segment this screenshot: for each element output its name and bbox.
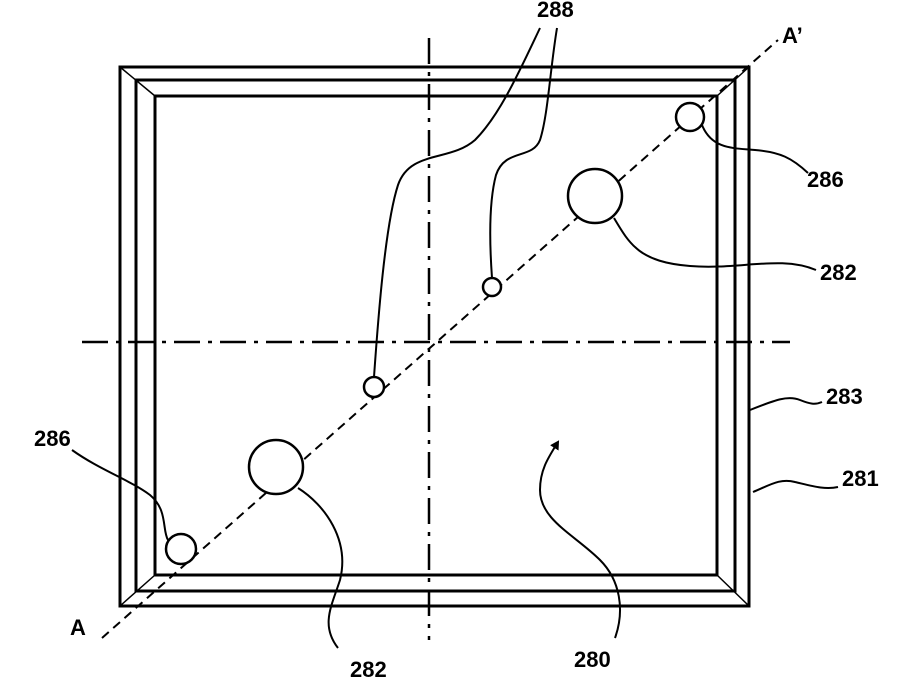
- leader-282-right: [613, 217, 817, 271]
- inner-frame-283: [153, 94, 719, 577]
- hole-282-right: [566, 167, 624, 225]
- leader-288-to-upper-hole: [489, 27, 558, 279]
- label-282-bottom: 282: [350, 657, 387, 682]
- leader-280: [538, 440, 621, 639]
- label-286-left: 286: [34, 426, 71, 451]
- section-line-a-a-prime: [101, 39, 779, 639]
- leader-288-to-lower-hole: [373, 27, 541, 378]
- label-282-right: 282: [820, 260, 857, 285]
- leader-281: [752, 479, 839, 493]
- corner-bevel-bottom-left: [119, 574, 156, 607]
- corner-bevel-bottom-right: [716, 574, 750, 607]
- label-283: 283: [826, 384, 863, 409]
- middle-frame: [134, 78, 737, 593]
- leader-286-right: [701, 124, 809, 174]
- hole-288-lower: [362, 375, 386, 399]
- label-286-right: 286: [807, 167, 844, 192]
- corner-bevel-top-right: [716, 66, 750, 97]
- label-281: 281: [842, 466, 879, 491]
- hole-286-left: [164, 532, 198, 566]
- label-a-prime: A’: [782, 23, 803, 48]
- leader-283: [749, 397, 823, 411]
- hole-286-right: [674, 101, 706, 133]
- label-280: 280: [574, 647, 611, 672]
- outer-frame-281: [118, 65, 751, 608]
- hole-282-left: [247, 438, 305, 496]
- leader-282-bottom: [297, 487, 344, 649]
- label-a: A: [70, 615, 86, 640]
- label-288: 288: [537, 0, 574, 22]
- corner-bevel-top-left: [119, 66, 156, 97]
- leader-286-left: [71, 449, 169, 541]
- hole-288-upper: [481, 276, 503, 298]
